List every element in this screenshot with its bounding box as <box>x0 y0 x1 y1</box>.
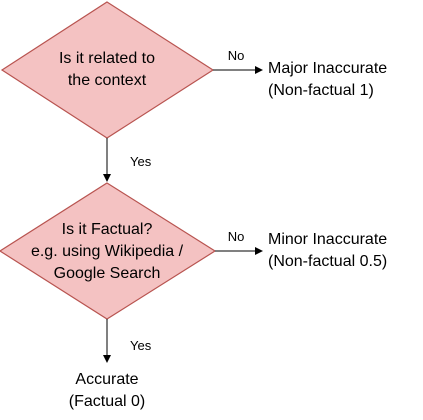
outcome-major-line1: Major Inaccurate <box>268 60 387 77</box>
edge-label-no-1: No <box>228 48 245 63</box>
edge-label-yes-2: Yes <box>130 338 152 353</box>
outcome-major-line2: (Non-factual 1) <box>268 82 374 99</box>
decision-factual-line2: e.g. using Wikipedia / <box>31 243 184 260</box>
edge-label-yes-1: Yes <box>130 154 152 169</box>
decision-related-line2: the context <box>68 72 147 89</box>
decision-factual-line3: Google Search <box>54 265 161 282</box>
decision-factual-line1: Is it Factual? <box>62 221 153 238</box>
outcome-minor-line2: (Non-factual 0.5) <box>268 253 387 270</box>
decision-related-line1: Is it related to <box>59 50 155 67</box>
outcome-minor-line1: Minor Inaccurate <box>268 231 387 248</box>
outcome-accurate-line2: (Factual 0) <box>69 393 145 410</box>
decision-related-to-context <box>0 1 215 139</box>
outcome-accurate-line1: Accurate <box>75 371 138 388</box>
edge-label-no-2: No <box>228 229 245 244</box>
